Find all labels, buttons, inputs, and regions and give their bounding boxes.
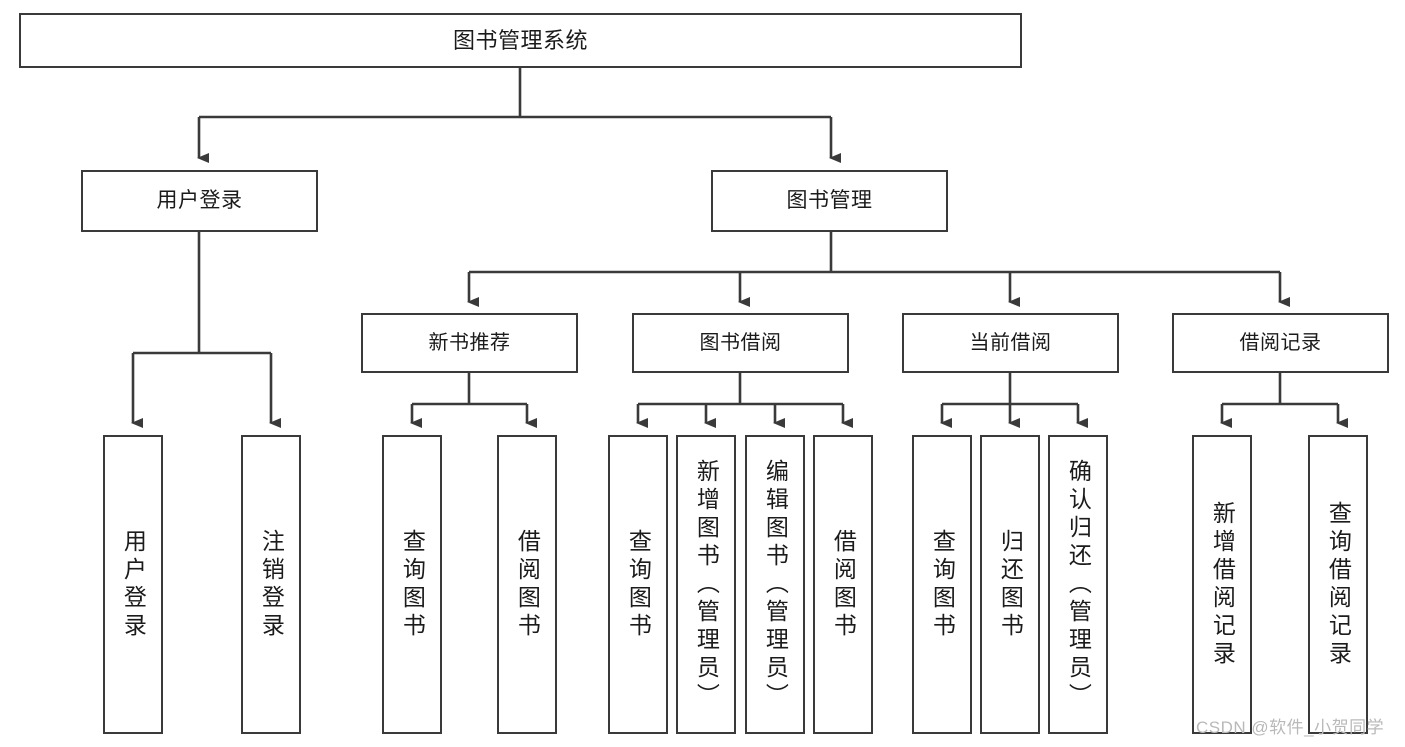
node-label: 确认归还（管理员） xyxy=(1065,458,1092,711)
node-label: 查询借阅记录 xyxy=(1325,500,1352,669)
node-label: 归还图书 xyxy=(997,528,1024,641)
node-root-system[interactable]: 图书管理系统 xyxy=(19,13,1022,68)
node-label: 注销登录 xyxy=(258,528,285,641)
leaf-current-borrow-confirm-return[interactable]: 确认归还（管理员） xyxy=(1048,435,1108,734)
node-label: 查询图书 xyxy=(929,528,956,641)
node-label: 借阅图书 xyxy=(514,528,541,641)
leaf-user-login-login[interactable]: 用户登录 xyxy=(103,435,163,734)
node-borrow-record[interactable]: 借阅记录 xyxy=(1172,313,1389,373)
leaf-new-book-query-book[interactable]: 查询图书 xyxy=(382,435,442,734)
leaf-borrow-record-query-record[interactable]: 查询借阅记录 xyxy=(1308,435,1368,734)
node-new-book-recommend[interactable]: 新书推荐 xyxy=(361,313,578,373)
node-current-borrow[interactable]: 当前借阅 xyxy=(902,313,1119,373)
leaf-current-borrow-query-book[interactable]: 查询图书 xyxy=(912,435,972,734)
leaf-book-borrow-edit-book[interactable]: 编辑图书（管理员） xyxy=(745,435,805,734)
leaf-new-book-borrow-book[interactable]: 借阅图书 xyxy=(497,435,557,734)
node-user-login[interactable]: 用户登录 xyxy=(81,170,318,232)
node-label: 编辑图书（管理员） xyxy=(762,458,789,711)
node-label: 当前借阅 xyxy=(969,331,1052,354)
leaf-user-login-logout[interactable]: 注销登录 xyxy=(241,435,301,734)
node-label: 图书借阅 xyxy=(699,331,782,354)
node-label: 借阅记录 xyxy=(1239,331,1322,354)
node-label: 用户登录 xyxy=(156,188,243,212)
leaf-current-borrow-return-book[interactable]: 归还图书 xyxy=(980,435,1040,734)
leaf-book-borrow-borrow-book[interactable]: 借阅图书 xyxy=(813,435,873,734)
watermark-text: CSDN @软件_小贺同学 xyxy=(1196,718,1385,737)
node-label: 查询图书 xyxy=(399,528,426,641)
node-label: 图书管理系统 xyxy=(452,27,588,53)
node-book-management[interactable]: 图书管理 xyxy=(711,170,948,232)
node-label: 新书推荐 xyxy=(428,331,511,354)
node-label: 新增图书（管理员） xyxy=(693,458,720,711)
node-label: 新增借阅记录 xyxy=(1209,500,1236,669)
node-label: 用户登录 xyxy=(120,528,147,641)
node-label: 借阅图书 xyxy=(830,528,857,641)
leaf-book-borrow-query-book[interactable]: 查询图书 xyxy=(608,435,668,734)
leaf-borrow-record-add-record[interactable]: 新增借阅记录 xyxy=(1192,435,1252,734)
node-label: 图书管理 xyxy=(786,188,873,212)
node-label: 查询图书 xyxy=(625,528,652,641)
leaf-book-borrow-add-book[interactable]: 新增图书（管理员） xyxy=(676,435,736,734)
node-book-borrow[interactable]: 图书借阅 xyxy=(632,313,849,373)
